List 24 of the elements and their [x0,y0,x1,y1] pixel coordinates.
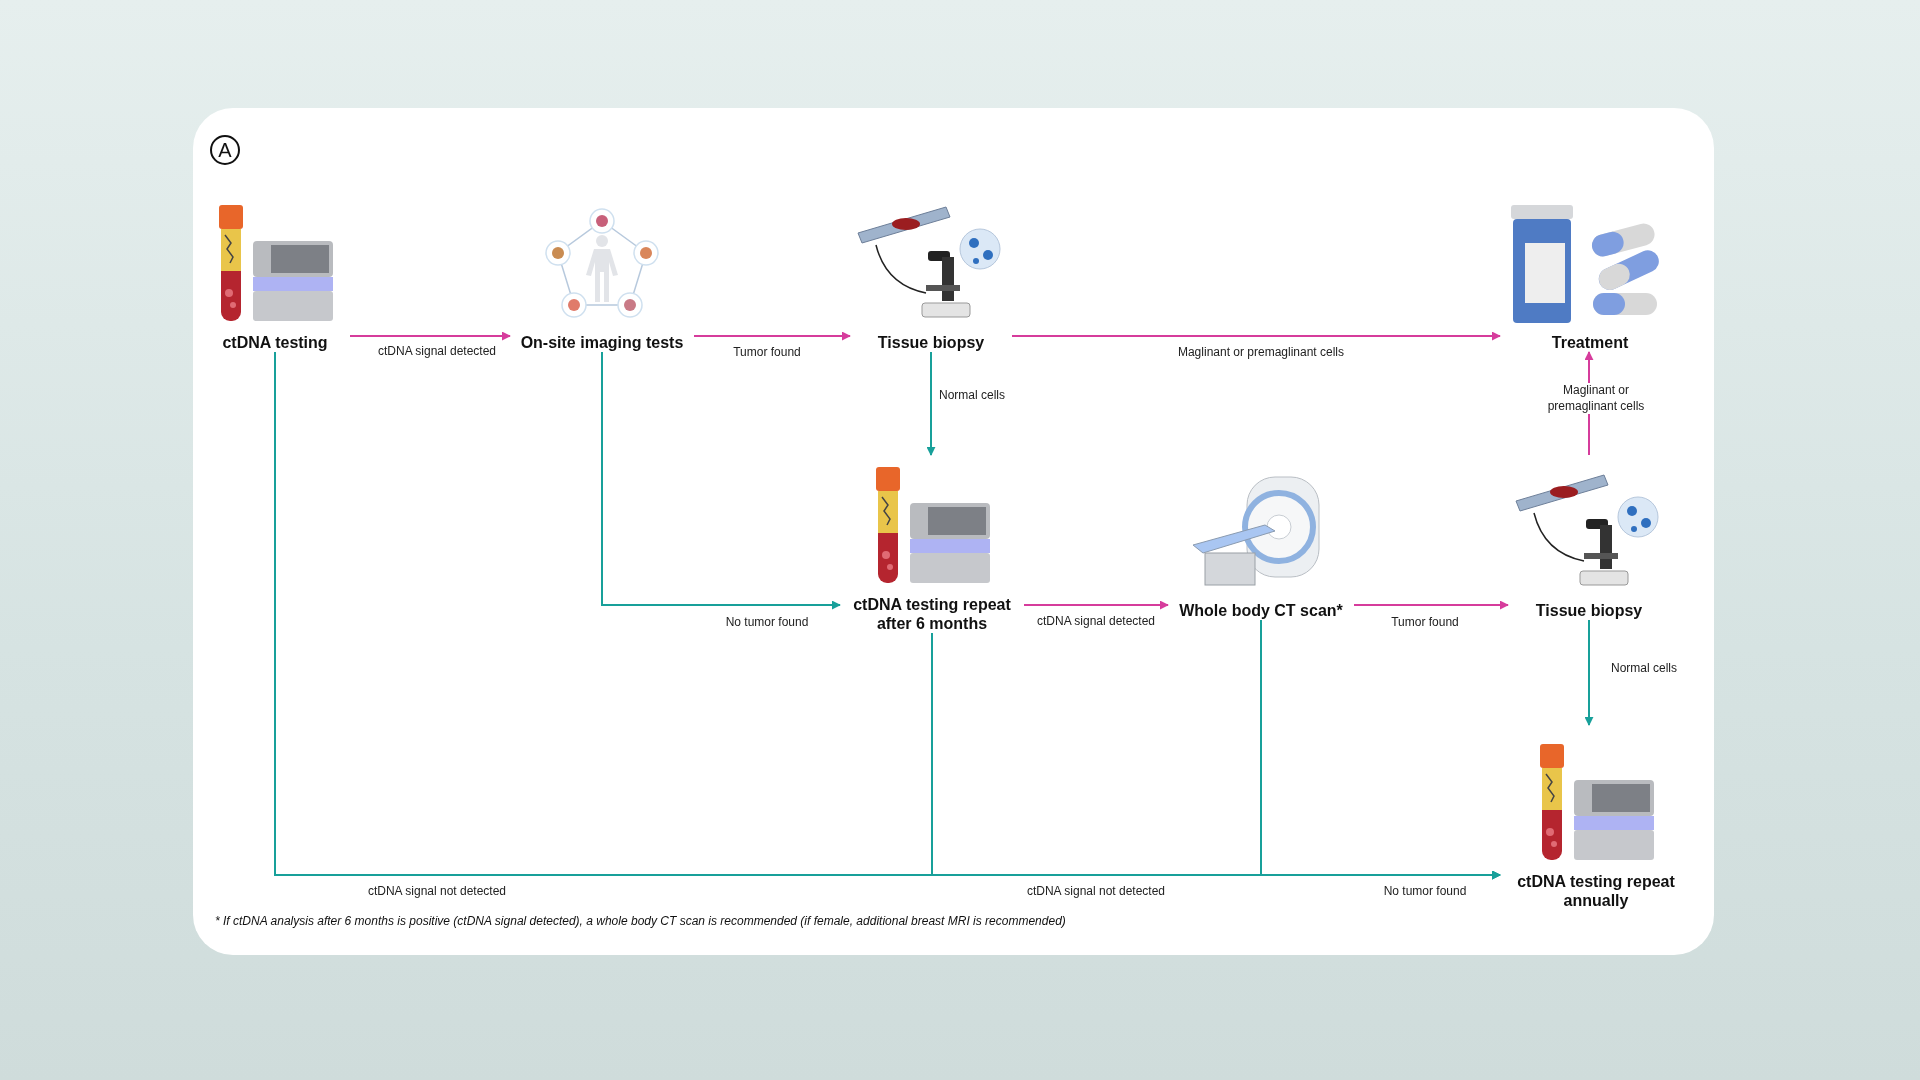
panel-letter: A [210,135,240,165]
edge-label: ctDNA signal detected [375,344,499,360]
arrow [1584,619,1594,726]
step-label: Treatment [1551,332,1629,352]
edge-label: Maglinant or premaglinant cells [1175,345,1347,361]
step-label: Tissue biopsy [877,332,985,352]
arrow [1011,331,1501,341]
arrow [693,331,851,341]
arrow [926,351,936,456]
footnote: * If ctDNA analysis after 6 months is positive (ctDNA signal detected), a whole body CT scan is recommended (if female, additional breast MRI is recommended) [215,914,1066,928]
step-label: ctDNA testing repeat after 6 months [852,594,1012,633]
edge-label: ctDNA signal detected [1034,614,1158,630]
edge-label: ctDNA signal not detected [1024,884,1168,900]
step-label: ctDNA testing [222,332,328,352]
arrow [601,351,841,610]
step-label: ctDNA testing repeat annually [1516,871,1676,910]
step-label: On-site imaging tests [520,332,684,352]
arrow [349,331,511,341]
arrow [1023,600,1169,610]
arrow [1260,619,1501,880]
edge-label: ctDNA signal not detected [365,884,509,900]
step-label: Whole body CT scan* [1179,600,1343,620]
step-label: Tissue biopsy [1535,600,1643,620]
arrow [1353,600,1509,610]
